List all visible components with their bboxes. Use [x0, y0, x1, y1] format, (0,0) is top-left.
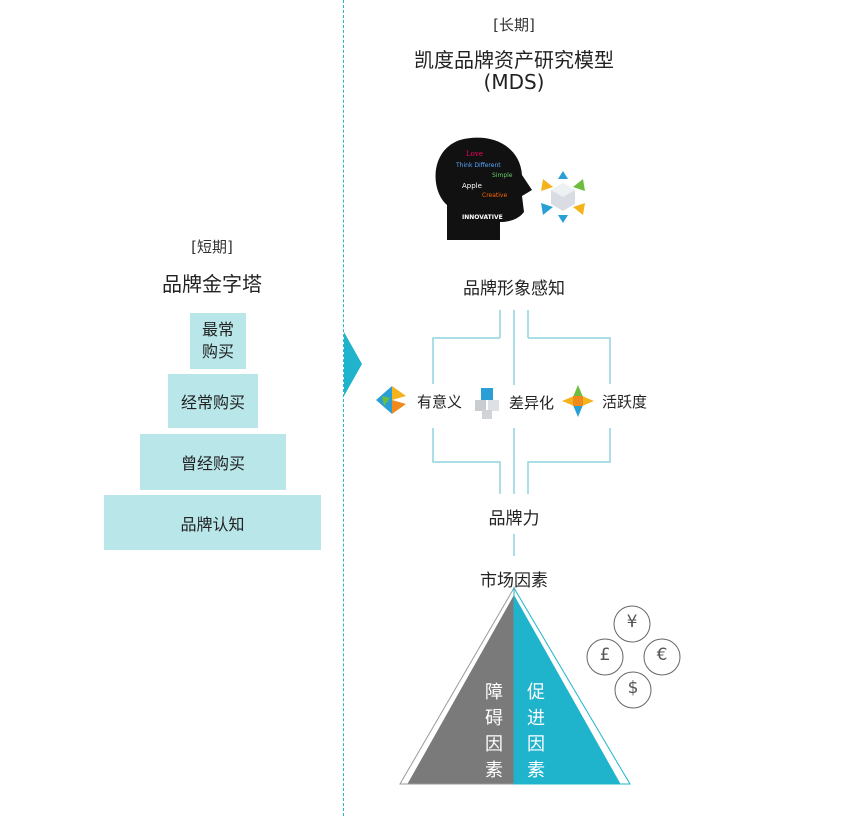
mds-subtitle: (MDS) [483, 70, 545, 94]
brand-image-perception: 品牌形象感知 [463, 279, 565, 299]
attribute-salient: 活跃度 [602, 391, 647, 412]
section-divider [343, 0, 344, 816]
dollar-icon: $ [627, 678, 639, 698]
market-triangle [399, 586, 631, 785]
attribute-meaningful-label: 有意义 [417, 393, 463, 411]
pyramid-tier-often: 经常购买 [168, 374, 258, 428]
pyramid-tier-awareness: 品牌认知 [104, 495, 321, 550]
yen-icon: ¥ [626, 612, 638, 632]
meaningful-icon [376, 386, 406, 414]
brand-power: 品牌力 [488, 509, 540, 529]
brand-pyramid-title: 品牌金字塔 [162, 272, 262, 296]
head-word-simple: Simple [492, 172, 513, 179]
long-term-label: [长期] [493, 16, 535, 34]
short-term-label: [短期] [191, 238, 233, 256]
attribute-meaningful: 有意义 [417, 391, 462, 412]
cube-cluster-icon [541, 171, 585, 223]
head-word-innovative: INNOVATIVE [462, 214, 503, 221]
promoter-factors-label: 促进因素 [527, 682, 545, 781]
differentiation-icon [475, 388, 499, 419]
salience-icon [562, 385, 594, 417]
transition-arrow [344, 332, 362, 396]
head-word-think-different: Think Different [456, 162, 501, 169]
attribute-salient-label: 活跃度 [602, 393, 648, 411]
mds-title: 凯度品牌资产研究模型 [414, 48, 614, 72]
market-factors-title: 市场因素 [480, 571, 548, 591]
innovation-head-icon [435, 137, 532, 240]
attribute-different: 差异化 [509, 392, 554, 413]
currency-icon-group [586, 605, 681, 709]
head-word-creative: Creative [482, 192, 508, 199]
attribute-different-label: 差异化 [509, 394, 555, 412]
head-word-love: Love [466, 150, 483, 158]
pyramid-tier-most-often: 最常 购买 [190, 313, 246, 369]
barrier-factors-label: 障碍因素 [485, 682, 503, 781]
head-word-apple: Apple [462, 182, 482, 190]
euro-icon: € [656, 645, 668, 665]
pyramid-tier-ever: 曾经购买 [140, 434, 286, 490]
pound-icon: £ [599, 645, 611, 665]
